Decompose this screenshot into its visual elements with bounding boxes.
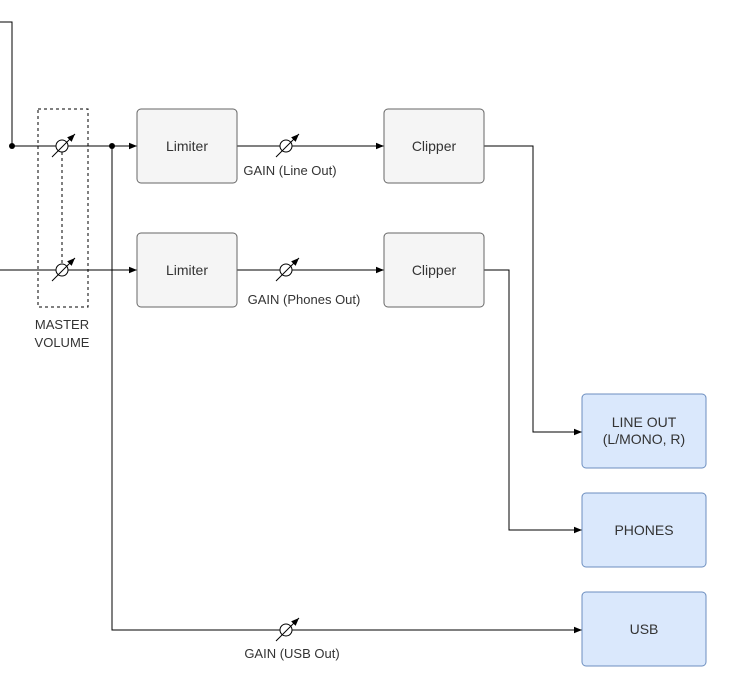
wire-clipper-to-phones — [484, 269, 582, 534]
gain-phones-out-pot-icon — [275, 257, 300, 282]
input-wire-top — [0, 21, 13, 146]
gain-phones-out-label: GAIN (Phones Out) — [248, 292, 361, 307]
line-out-label-line2: (L/MONO, R) — [603, 431, 685, 447]
junction-dot-usb — [109, 143, 115, 149]
usb-label: USB — [630, 621, 659, 637]
line-out-label-line1: LINE OUT — [612, 414, 677, 430]
gain-line-out-pot-icon — [275, 133, 300, 158]
master-volume-pot-top-icon — [51, 133, 76, 158]
gain-usb-out-pot-icon — [275, 617, 300, 642]
limiter-bottom-block: Limiter — [136, 232, 238, 308]
wire-to-usb — [111, 146, 582, 634]
gain-usb-out-label: GAIN (USB Out) — [244, 646, 339, 661]
master-volume-pot-bottom-icon — [51, 257, 76, 282]
clipper-top-label: Clipper — [412, 138, 457, 154]
limiter-top-block: Limiter — [136, 108, 238, 184]
wire-clipper-to-line-out — [484, 145, 582, 436]
clipper-bottom-block: Clipper — [383, 232, 485, 308]
gain-line-out-label: GAIN (Line Out) — [243, 163, 336, 178]
master-volume-box — [37, 108, 89, 308]
phones-label: PHONES — [614, 522, 673, 538]
limiter-bottom-label: Limiter — [166, 262, 208, 278]
usb-block: USB — [581, 591, 707, 667]
phones-block: PHONES — [581, 492, 707, 568]
junction-dot-input — [9, 143, 15, 149]
limiter-top-label: Limiter — [166, 138, 208, 154]
clipper-bottom-label: Clipper — [412, 262, 457, 278]
clipper-top-block: Clipper — [383, 108, 485, 184]
master-volume-label-line2: VOLUME — [35, 335, 90, 350]
line-out-block: LINE OUT (L/MONO, R) — [581, 393, 707, 469]
master-volume-label-line1: MASTER — [35, 317, 89, 332]
